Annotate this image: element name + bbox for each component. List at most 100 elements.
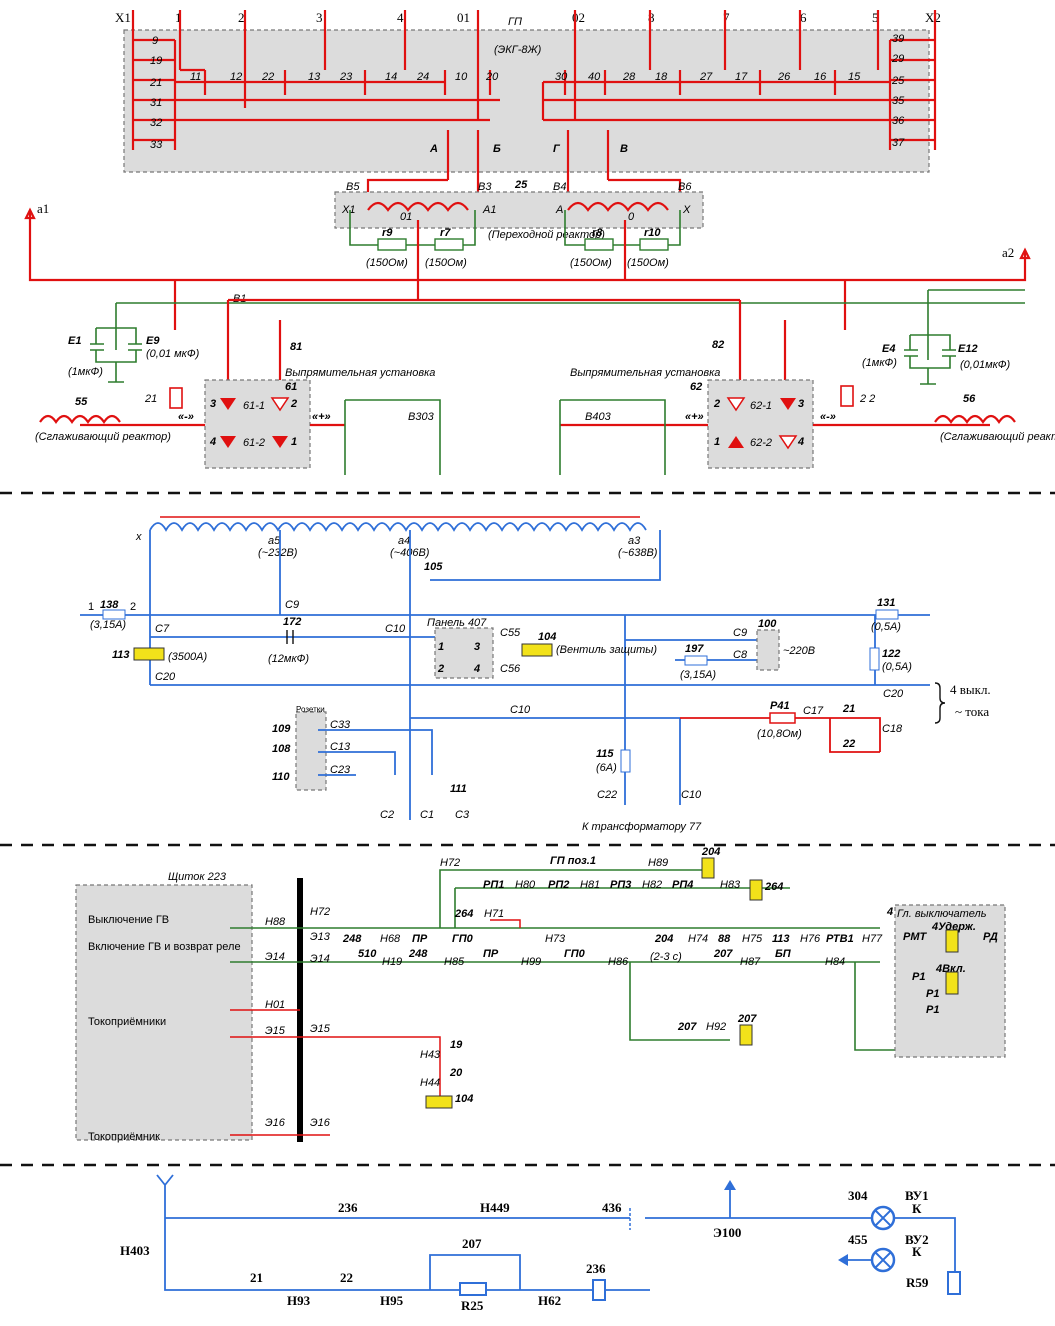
diagram-label: A1 <box>482 204 496 216</box>
diagram-label: Розетки <box>296 705 325 714</box>
diagram-label: Н44 <box>420 1077 440 1089</box>
rectifier-feed <box>226 298 787 460</box>
main-bus <box>28 210 1027 330</box>
diagram-label: Н99 <box>521 956 541 968</box>
wire <box>778 435 798 450</box>
diagram-label: 248 <box>408 948 428 960</box>
terminal-label: 1 <box>175 10 182 25</box>
contact-label: 29 <box>891 53 904 65</box>
diagram-label: 19 <box>450 1039 463 1051</box>
bus-arrows <box>24 207 1031 260</box>
diagram-label: Е9 <box>146 335 160 347</box>
wire <box>203 70 492 95</box>
diagram-label: 304 <box>848 1188 868 1203</box>
section-3-control-circuit: Щиток 223 Выключение ГВ Включение ГВ и в… <box>75 846 1006 1143</box>
diagram-label: R25 <box>461 1298 484 1313</box>
diagram-label: «-» <box>820 411 836 423</box>
diagram-label: (12мкФ) <box>268 653 309 665</box>
diagram-label: x <box>135 531 142 543</box>
capacitors-right: Е4 Е12 (1мкФ) (0,01мкФ) <box>862 334 1011 385</box>
diagram-label: Э16 <box>265 1117 286 1129</box>
diagram-label: К <box>912 1201 922 1216</box>
diagram-label: 62-2 <box>750 437 772 449</box>
valve-104 <box>521 643 553 657</box>
contact-label: 37 <box>892 137 905 149</box>
contact-label: 31 <box>150 97 162 109</box>
resistor-r8 <box>584 238 614 251</box>
diagram-label: ВУ2 <box>905 1232 929 1247</box>
diagram-label: Н74 <box>688 933 708 945</box>
pantograph-wiring <box>230 1009 441 1136</box>
wire <box>131 10 177 150</box>
diagram-label: r8 <box>592 227 603 239</box>
diagram-label: 207 <box>462 1236 482 1251</box>
rectifier-62-box <box>707 379 814 469</box>
diagram-label: 22 <box>340 1270 353 1285</box>
diagram-label: Н72 <box>440 857 460 869</box>
wire <box>541 80 890 122</box>
diagram-label: (150Ом) <box>366 257 408 269</box>
resistor-r25 <box>459 1282 487 1296</box>
terminal-label: 5 <box>872 10 879 25</box>
diagram-label: 264 <box>764 881 783 893</box>
diagram-label: Н75 <box>742 933 763 945</box>
brace <box>934 682 946 724</box>
diagram-label: Н87 <box>740 956 761 968</box>
diagram-label: (1мкФ) <box>862 357 897 369</box>
diagram-label: ГП0 <box>564 948 586 960</box>
diagram-label: 204 <box>654 933 673 945</box>
diagram-label: 510 <box>358 948 377 960</box>
diagram-label: Н86 <box>608 956 629 968</box>
section-4-signal-circuit: Н403 236 Н449 436 Э100 304 ВУ1 К 455 ВУ2… <box>120 1174 961 1313</box>
diagram-label: «-» <box>178 411 194 423</box>
fuse-115 <box>620 749 631 773</box>
section-2-aux-circuit: x а5 (~232В) а4 (~406В) а3 (~638В) 1 138… <box>80 516 991 833</box>
selector-switches: А Б Г В <box>429 143 628 155</box>
diagram-label: 131 <box>877 597 895 609</box>
diagram-label: Э14 <box>310 953 330 965</box>
e13-row: 248 Н68 ПР ГП0 Н73 204 Н74 88 Н75 113 Н7… <box>342 933 883 945</box>
wire <box>90 327 142 383</box>
switch-label: А <box>429 143 438 155</box>
sockets-box <box>295 711 327 791</box>
diagram-label: 122 <box>882 648 900 660</box>
coil-hold <box>945 929 959 953</box>
coil-on <box>945 971 959 995</box>
contact-label: 9 <box>152 35 158 47</box>
diagram-label: РП3 <box>610 879 631 891</box>
diagram-label: 88 <box>718 933 731 945</box>
contact-label: 27 <box>699 71 713 83</box>
diagram-label: (150Ом) <box>425 257 467 269</box>
diagram-label: РТВ1 <box>826 933 854 945</box>
diagram-label: (3500А) <box>168 651 207 663</box>
diagram-label: РД <box>983 931 998 943</box>
terminal-label: X2 <box>925 10 941 25</box>
resistor-r9 <box>377 238 407 251</box>
diagram-label: Гл. выключатель <box>897 908 987 920</box>
diagram-label: ~220В <box>783 645 815 657</box>
diagram-label: Н83 <box>720 879 741 891</box>
diagram-label: Н81 <box>580 879 600 891</box>
switch-82-label: 82 <box>712 339 724 351</box>
diagram-label: 111 <box>450 783 467 795</box>
diagram-label: С3 <box>455 809 470 821</box>
signal-wiring <box>156 1174 956 1291</box>
diagram-label: (~638В) <box>618 547 658 559</box>
diagram-label: Н93 <box>287 1293 311 1308</box>
diagram-label: 22 <box>842 738 855 750</box>
diagram-label: (Вентиль защиты) <box>556 644 657 656</box>
diagram-label: Э15 <box>310 1023 331 1035</box>
wire <box>904 334 956 385</box>
wire <box>573 10 937 150</box>
diagram-label: Панель 407 <box>427 617 487 629</box>
diagram-label: 100 <box>758 618 777 630</box>
diagram-label: Щиток 223 <box>168 871 227 883</box>
diagram-label: 104 <box>455 1093 473 1105</box>
to-transformer-label: К трансформатору 77 <box>582 821 702 833</box>
diagram-label: Р41 <box>770 700 790 712</box>
diagram-label: (0,01 мкФ) <box>146 348 200 360</box>
top-terminals: X1 1 2 3 4 01 02 8 7 6 5 X2 <box>115 10 941 25</box>
wire <box>272 436 288 448</box>
contact-label: 18 <box>655 71 668 83</box>
